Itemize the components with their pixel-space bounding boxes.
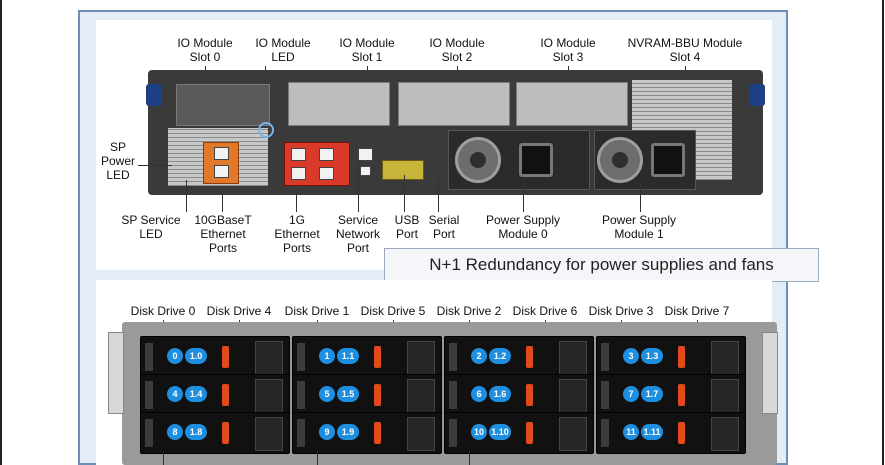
10gbaset-ethernet-ports	[203, 142, 239, 184]
drive-led-slot: 8	[167, 424, 183, 440]
drive-bay-r2-c1: 9 1.9	[292, 412, 442, 454]
label-power-supply-module-0: Power Supply Module 0	[485, 213, 561, 241]
io-module-slot-0	[176, 84, 270, 126]
drive-led-id: 1.7	[641, 386, 663, 402]
drive-bay-r2-c3: 11 1.11	[596, 412, 746, 454]
left-rack-handle	[146, 84, 162, 106]
pointer-bottom-mid	[317, 452, 318, 465]
drive-led-slot: 0	[167, 348, 183, 364]
label-disk-drive-3: Disk Drive 3	[588, 304, 654, 318]
drive-led-id: 1.1	[337, 348, 359, 364]
pointer-1g	[296, 188, 297, 212]
label-io-module-slot-2: IO Module Slot 2	[429, 36, 485, 64]
pointer-10g	[222, 188, 223, 212]
drive-led-id: 1.10	[489, 424, 511, 440]
drive-led-id: 1.11	[641, 424, 663, 440]
label-sp-service-led: SP Service LED	[121, 213, 181, 241]
power-supply-module-0	[448, 130, 590, 190]
psu0-fan	[455, 137, 501, 183]
io-module-slot-1	[288, 82, 390, 126]
right-frame-line	[882, 0, 884, 465]
label-io-module-led: IO Module LED	[255, 36, 311, 64]
drive-bay-r1-c0: 4 1.4	[140, 374, 290, 416]
drive-bay-r2-c0: 8 1.8	[140, 412, 290, 454]
drive-bay-r1-c3: 7 1.7	[596, 374, 746, 416]
drive-led-id: 1.6	[489, 386, 511, 402]
drive-bay-r0-c3: 3 1.3	[596, 336, 746, 378]
label-disk-drive-5: Disk Drive 5	[360, 304, 426, 318]
right-enclosure-ear	[762, 332, 778, 414]
label-sp-power-led: SP Power LED	[100, 140, 135, 182]
label-disk-drive-1: Disk Drive 1	[284, 304, 350, 318]
drive-led-slot: 9	[319, 424, 335, 440]
drive-bay-r0-c2: 2 1.2	[444, 336, 594, 378]
drive-led-slot: 7	[623, 386, 639, 402]
power-supply-module-1	[594, 130, 696, 190]
1g-ethernet-ports	[284, 142, 350, 186]
io-module-led-indicator	[258, 122, 274, 138]
drive-led-slot: 2	[471, 348, 487, 364]
psu1-socket	[651, 143, 685, 177]
drive-led-id: 1.9	[337, 424, 359, 440]
label-io-module-slot-3: IO Module Slot 3	[540, 36, 596, 64]
top-band	[78, 0, 788, 10]
drive-led-id: 1.3	[641, 348, 663, 364]
label-10gbaset-ethernet-ports: 10GBaseT Ethernet Ports	[194, 213, 252, 255]
drive-bay-r0-c1: 1 1.1	[292, 336, 442, 378]
pointer-psu1	[640, 180, 641, 212]
drive-bay-r1-c1: 5 1.5	[292, 374, 442, 416]
label-disk-drive-2: Disk Drive 2	[436, 304, 502, 318]
label-io-module-slot-1: IO Module Slot 1	[339, 36, 395, 64]
label-power-supply-module-1: Power Supply Module 1	[601, 213, 677, 241]
pointer-sp-service-led	[186, 180, 187, 212]
drive-led-id: 1.5	[337, 386, 359, 402]
drive-led-slot: 6	[471, 386, 487, 402]
drive-led-slot: 5	[319, 386, 335, 402]
psu0-socket	[519, 143, 553, 177]
service-network-port	[358, 148, 373, 161]
label-usb-port: USB Port	[394, 213, 420, 241]
io-module-slot-3	[516, 82, 628, 126]
pointer-sp-power-led	[138, 165, 172, 166]
left-enclosure-ear	[108, 332, 124, 414]
drive-bay-r1-c2: 6 1.6	[444, 374, 594, 416]
drive-led-slot: 3	[623, 348, 639, 364]
drive-bay-r0-c0: 0 1.0	[140, 336, 290, 378]
label-disk-drive-7: Disk Drive 7	[664, 304, 730, 318]
label-1g-ethernet-ports: 1G Ethernet Ports	[274, 213, 320, 255]
left-frame-line	[0, 0, 2, 465]
drive-led-slot: 11	[623, 424, 639, 440]
storage-processor-rear	[146, 70, 765, 195]
pointer-bottom-right	[469, 452, 470, 465]
usb-port	[360, 166, 371, 176]
psu1-fan	[597, 137, 643, 183]
drive-led-slot: 4	[167, 386, 183, 402]
pointer-usb	[404, 175, 405, 212]
drive-led-id: 1.2	[489, 348, 511, 364]
label-io-module-slot-0: IO Module Slot 0	[177, 36, 233, 64]
drive-led-id: 1.4	[185, 386, 207, 402]
drive-led-slot: 10	[471, 424, 487, 440]
label-disk-drive-4: Disk Drive 4	[206, 304, 272, 318]
label-disk-drive-6: Disk Drive 6	[512, 304, 578, 318]
label-disk-drive-0: Disk Drive 0	[130, 304, 196, 318]
right-rack-handle	[749, 84, 765, 106]
drive-led-id: 1.0	[185, 348, 207, 364]
label-nvram-bbu-module: NVRAM-BBU Module Slot 4	[627, 36, 743, 64]
io-module-slot-2	[398, 82, 510, 126]
pointer-bottom-left	[163, 452, 164, 465]
label-service-network-port: Service Network Port	[335, 213, 380, 255]
drive-led-id: 1.8	[185, 424, 207, 440]
redundancy-callout: N+1 Redundancy for power supplies and fa…	[384, 248, 819, 282]
drive-bay-r2-c2: 10 1.10	[444, 412, 594, 454]
serial-port	[382, 160, 424, 180]
drive-led-slot: 1	[319, 348, 335, 364]
label-serial-port: Serial Port	[428, 213, 460, 241]
pointer-serial	[438, 178, 439, 212]
pointer-service-port	[358, 160, 359, 212]
pointer-psu0	[523, 180, 524, 212]
